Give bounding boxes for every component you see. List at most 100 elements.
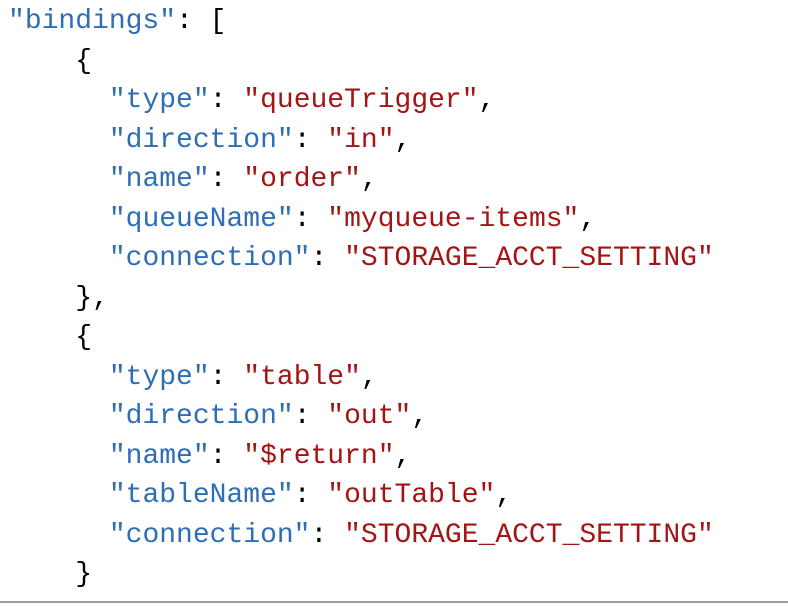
quote: " — [108, 243, 126, 274]
quote: " — [192, 85, 210, 116]
bottom-divider — [0, 601, 788, 603]
code-line: "type": "table", — [8, 358, 714, 398]
json-code-block: "bindings": [ { "type": "queueTrigger", … — [8, 2, 714, 595]
quote: " — [108, 124, 126, 156]
quote: " — [344, 243, 361, 274]
code-line: "connection": "STORAGE_ACCT_SETTING" — [8, 239, 714, 279]
json-string-value: STORAGE_ACCT_SETTING — [360, 519, 697, 551]
quote: " — [696, 243, 714, 274]
json-key: name — [125, 164, 193, 195]
quote: " — [562, 203, 580, 235]
json-key: tableName — [125, 480, 277, 511]
comma: , — [495, 480, 513, 511]
quote: " — [344, 519, 361, 551]
quote: " — [243, 164, 261, 195]
code-line: "queueName": "myqueue-items", — [8, 200, 714, 240]
comma: , — [478, 85, 496, 116]
quote: " — [243, 85, 261, 116]
code-line: "bindings": [ — [8, 2, 714, 42]
quote: " — [276, 480, 294, 511]
comma: , — [394, 440, 412, 472]
punctuation: : — [209, 440, 244, 472]
punctuation: : — [209, 164, 244, 195]
quote: " — [108, 203, 126, 235]
quote: " — [159, 6, 177, 37]
json-string-value: order — [260, 164, 345, 195]
json-key: direction — [125, 401, 277, 432]
code-line: "name": "$return", — [8, 437, 714, 477]
punctuation: : — [209, 85, 244, 116]
quote: " — [192, 440, 210, 472]
quote: " — [192, 361, 210, 393]
punctuation: : — [293, 124, 328, 156]
code-line: "direction": "in", — [8, 121, 714, 161]
quote: " — [276, 401, 294, 432]
quote: " — [108, 164, 126, 195]
quote: " — [327, 124, 345, 156]
quote: " — [243, 440, 261, 472]
json-string-value: out — [344, 401, 395, 432]
quote: " — [108, 85, 126, 116]
punctuation: : — [209, 361, 244, 393]
json-key: connection — [125, 519, 294, 551]
code-line: { — [8, 42, 714, 82]
code-line: { — [8, 318, 714, 358]
json-key: bindings — [24, 6, 160, 37]
quote: " — [327, 401, 345, 432]
quote: " — [8, 6, 25, 37]
json-key: direction — [125, 124, 277, 156]
quote: " — [344, 164, 361, 195]
quote: " — [344, 361, 361, 393]
json-string-value: table — [260, 361, 345, 393]
close-brace: }, — [75, 282, 109, 314]
quote: " — [243, 361, 261, 393]
quote: " — [478, 480, 496, 511]
code-line: "connection": "STORAGE_ACCT_SETTING" — [8, 516, 714, 556]
quote: " — [696, 519, 714, 551]
open-brace: { — [75, 45, 93, 77]
quote: " — [461, 85, 479, 116]
quote: " — [108, 401, 126, 432]
quote: " — [327, 480, 345, 511]
quote: " — [108, 519, 126, 551]
quote: " — [276, 203, 294, 235]
code-line: }, — [8, 279, 714, 319]
json-string-value: $return — [260, 440, 378, 472]
json-key: queueName — [125, 203, 277, 235]
comma: , — [360, 164, 378, 195]
open-brace: { — [75, 322, 93, 353]
quote: " — [377, 440, 395, 472]
punctuation: : — [310, 519, 345, 551]
code-line: } — [8, 555, 714, 595]
quote: " — [293, 243, 311, 274]
quote: " — [108, 440, 126, 472]
code-line: "type": "queueTrigger", — [8, 81, 714, 121]
comma: , — [394, 124, 412, 156]
quote: " — [276, 124, 294, 156]
punctuation: : [ — [176, 6, 227, 37]
quote: " — [293, 519, 311, 551]
comma: , — [360, 361, 378, 393]
json-string-value: myqueue-items — [344, 203, 563, 235]
quote: " — [327, 203, 345, 235]
code-line: "tableName": "outTable", — [8, 476, 714, 516]
quote: " — [377, 124, 395, 156]
json-key: connection — [125, 243, 294, 274]
json-string-value: queueTrigger — [260, 85, 462, 116]
json-string-value: in — [344, 124, 378, 156]
json-key: type — [125, 361, 193, 393]
json-key: name — [125, 440, 193, 472]
json-key: type — [125, 85, 193, 116]
quote: " — [108, 361, 126, 393]
code-line: "direction": "out", — [8, 397, 714, 437]
comma: , — [579, 203, 597, 235]
punctuation: : — [293, 480, 328, 511]
quote: " — [394, 401, 412, 432]
json-string-value: outTable — [344, 480, 479, 511]
punctuation: : — [310, 243, 345, 274]
json-string-value: STORAGE_ACCT_SETTING — [360, 243, 697, 274]
punctuation: : — [293, 203, 328, 235]
quote: " — [108, 480, 126, 511]
quote: " — [192, 164, 210, 195]
code-line: "name": "order", — [8, 160, 714, 200]
